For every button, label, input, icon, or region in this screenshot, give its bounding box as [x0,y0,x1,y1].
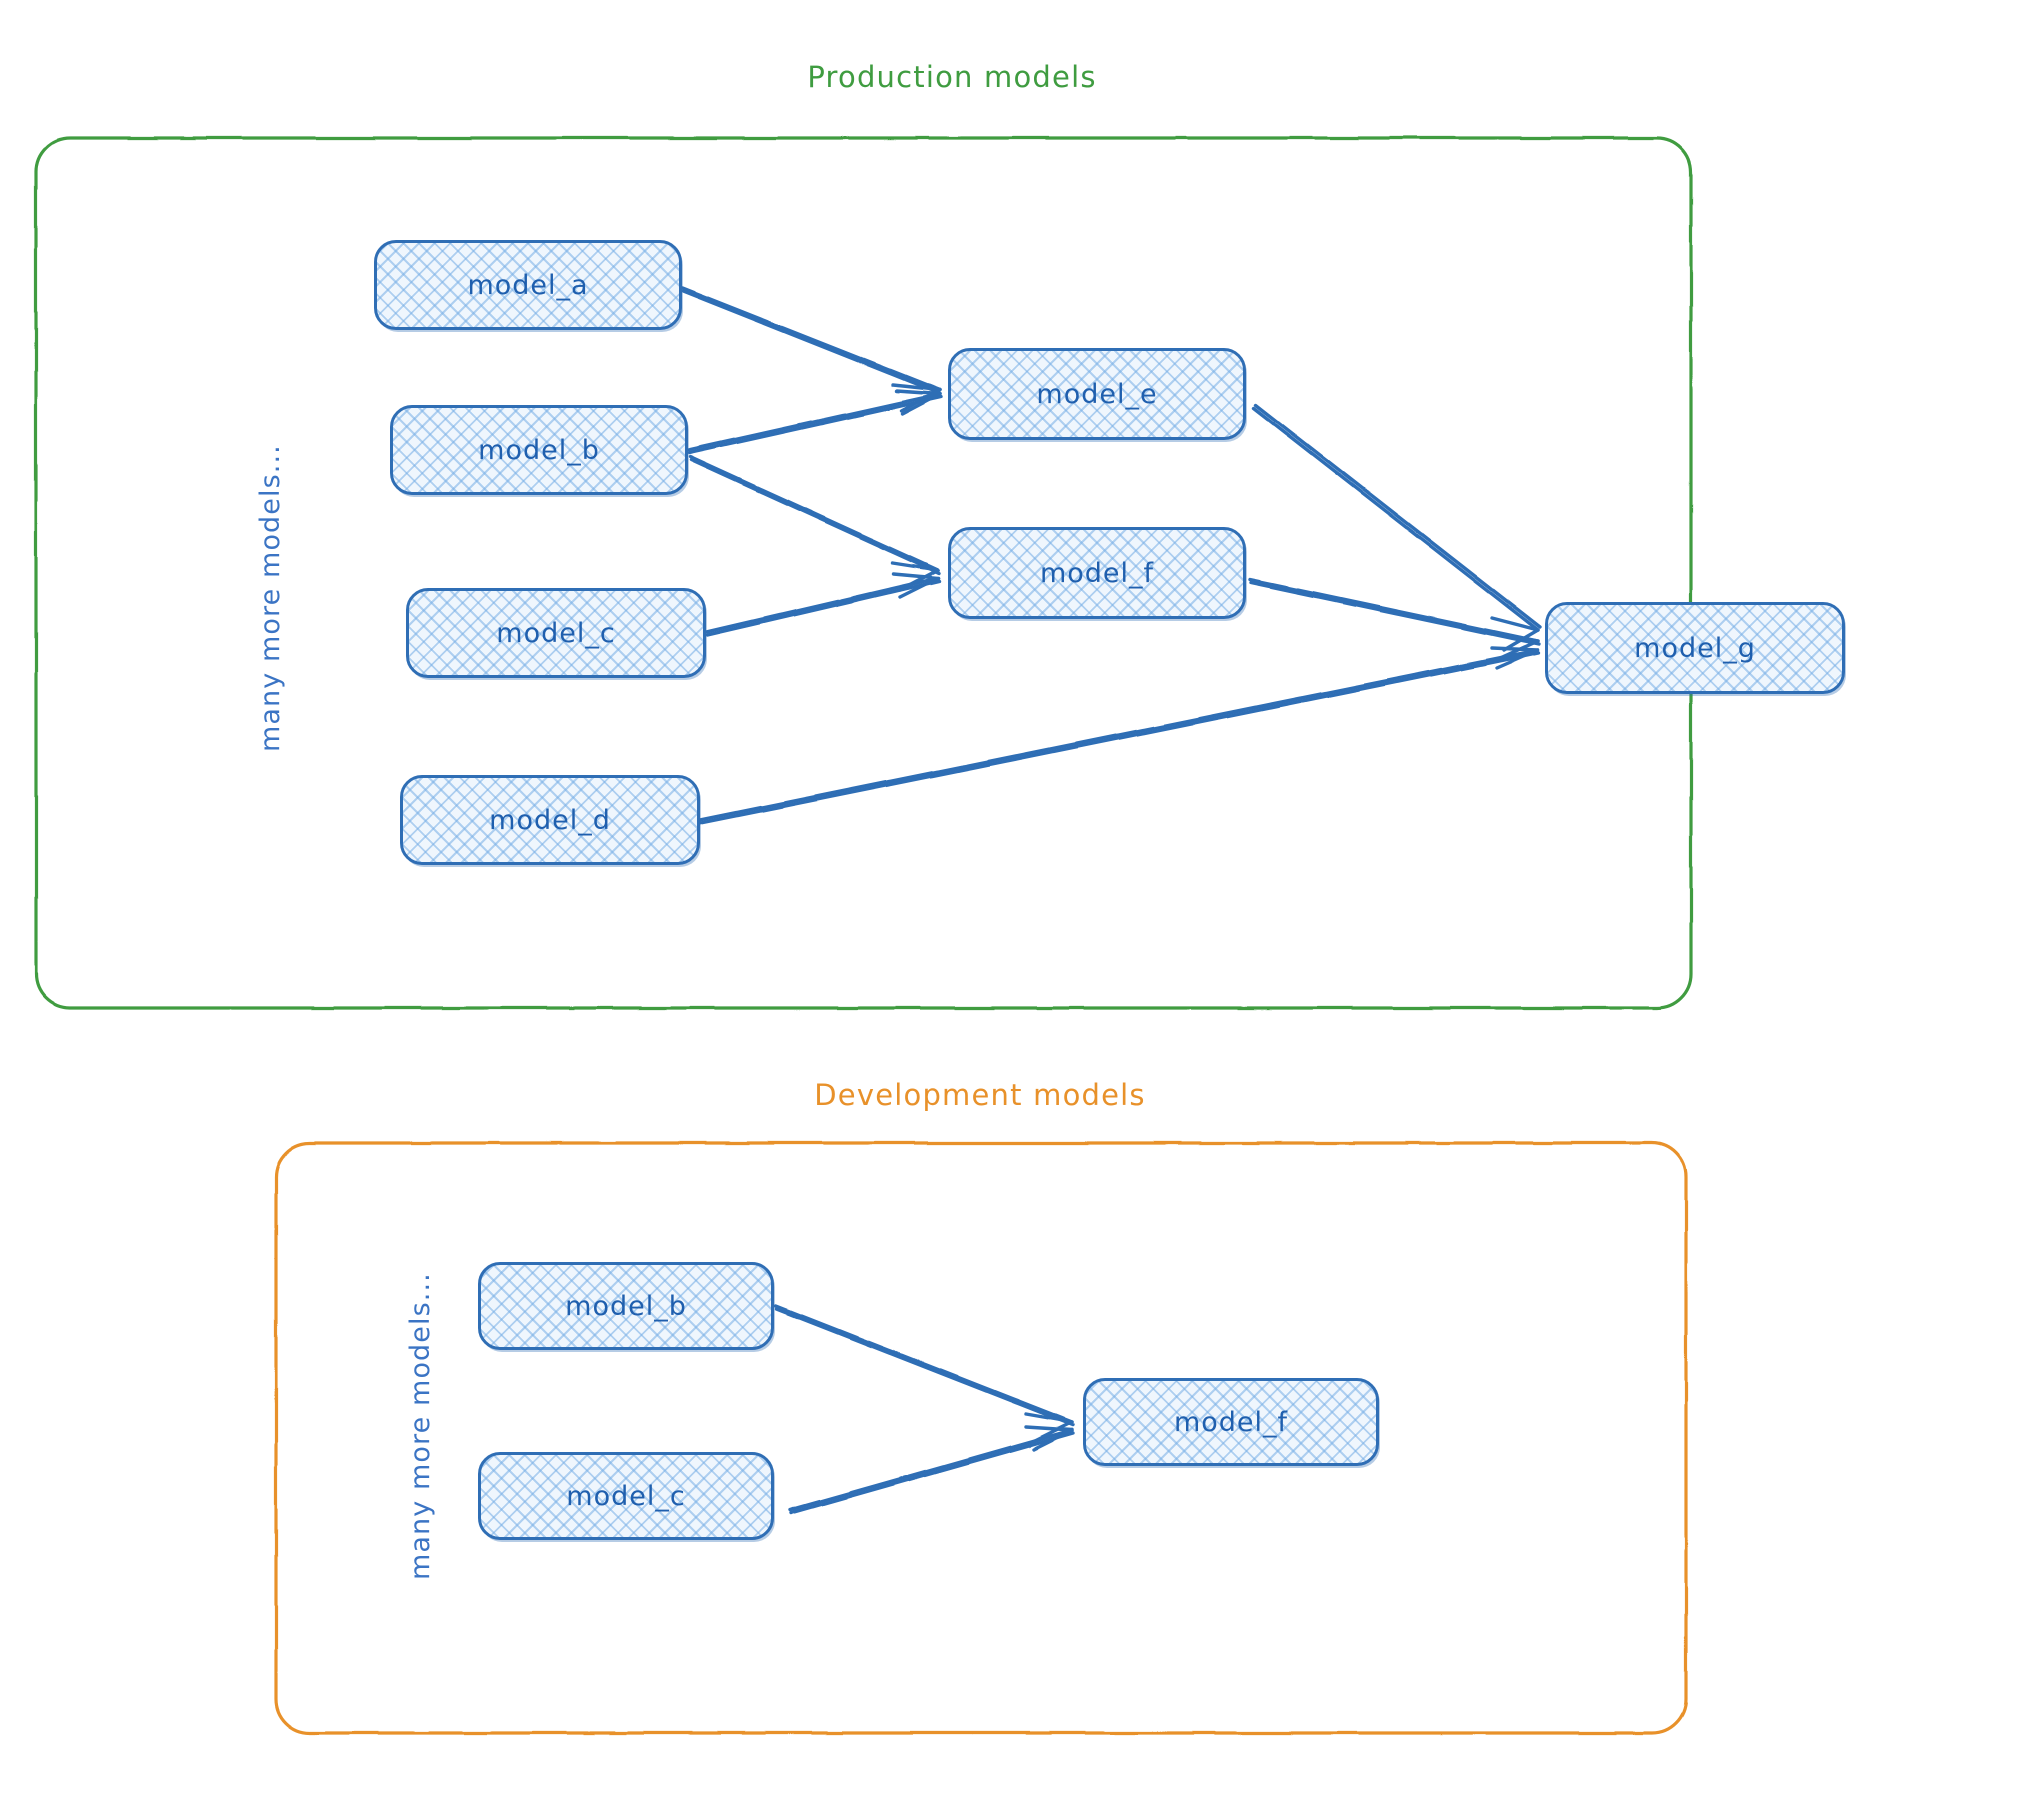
node-model-g[interactable]: model_g [1545,602,1845,694]
development-many-more-models-label: many more models... [405,1272,436,1580]
production-group-title: Production models [807,60,1097,94]
production-edges [680,286,1542,825]
edge-model-b-to-model-e [686,389,943,455]
node-label: model_e [1036,378,1158,410]
node-dev-model-c[interactable]: model_c [478,1452,774,1540]
node-model-f[interactable]: model_f [948,527,1246,619]
edge-model-b-to-model-f [688,455,941,592]
node-dev-model-b[interactable]: model_b [478,1262,774,1350]
node-label: model_f [1173,1406,1289,1438]
node-label: model_b [478,434,600,466]
node-label: model_f [1039,557,1155,589]
production-many-more-models-label: many more models... [255,444,286,752]
node-label: model_g [1634,632,1756,664]
node-label: model_c [566,1480,686,1512]
node-dev-model-f[interactable]: model_f [1083,1378,1379,1466]
edge-model-d-to-model-g [698,646,1541,825]
node-label: model_b [565,1290,687,1322]
development-edges [774,1304,1075,1515]
node-label: model_c [496,617,616,649]
edge-dev-model-c-to-model-f [788,1425,1075,1515]
node-model-d[interactable]: model_d [400,775,700,865]
edge-model-c-to-model-f [704,572,941,637]
node-model-c[interactable]: model_c [406,588,706,678]
production-container [34,136,1693,1010]
node-label: model_d [489,804,611,836]
node-model-b[interactable]: model_b [390,405,688,495]
development-container [274,1141,1688,1735]
node-model-e[interactable]: model_e [948,348,1246,440]
edge-dev-model-b-to-model-f [774,1304,1075,1443]
node-model-a[interactable]: model_a [374,240,682,330]
node-label: model_a [467,269,589,301]
edge-model-e-to-model-g [1252,403,1542,652]
development-group-title: Development models [814,1078,1146,1112]
